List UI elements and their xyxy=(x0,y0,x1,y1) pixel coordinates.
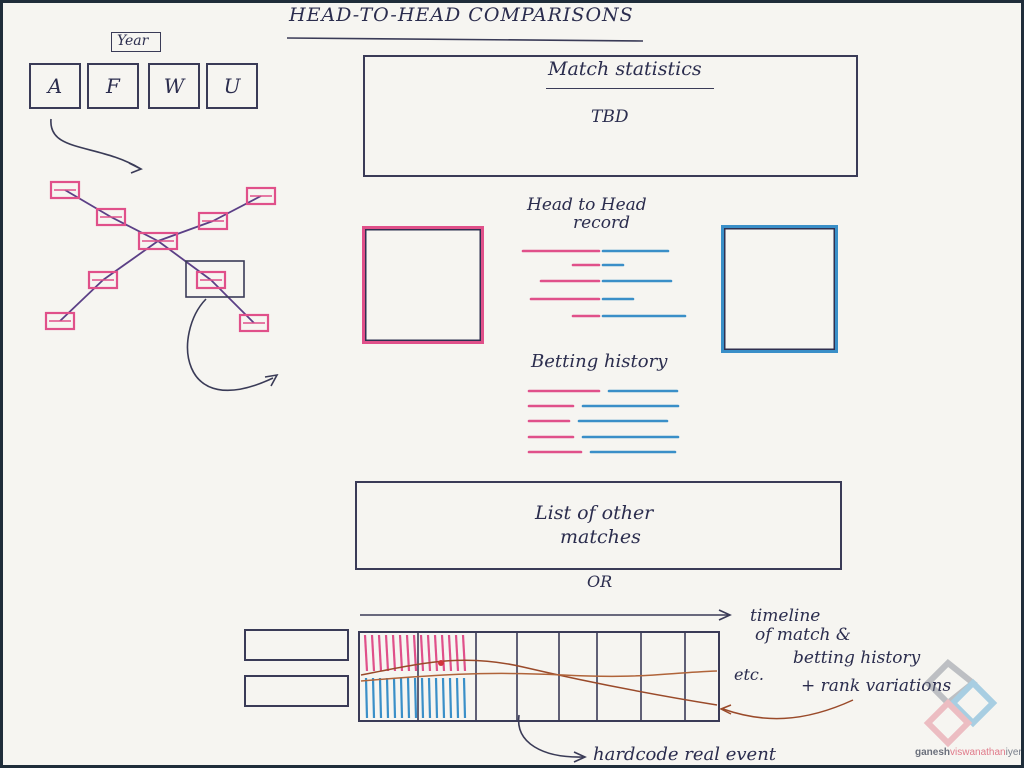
hatch-blue xyxy=(392,677,397,719)
head-to-head-record-bars xyxy=(521,249,687,318)
betting-history-title: Betting history xyxy=(531,351,668,372)
page-title: HEAD-TO-HEAD COMPARISONS xyxy=(289,4,634,26)
player-one-card[interactable] xyxy=(362,226,484,344)
hatch-pink xyxy=(419,634,425,672)
hatch-blue xyxy=(385,677,390,719)
graph-edge xyxy=(110,216,159,242)
hatch-pink xyxy=(370,634,376,672)
other-matches-line2: matches xyxy=(560,526,641,548)
timeline-rank-lines xyxy=(360,659,718,706)
timeline-strip[interactable] xyxy=(358,631,720,722)
graph-to-center-arrow xyxy=(186,298,279,392)
year-label: Year xyxy=(117,33,149,49)
timeline-note-line2: of match & xyxy=(755,625,852,645)
year-label-box: Year xyxy=(111,32,161,52)
hatch-blue xyxy=(462,677,467,719)
hatch-pink xyxy=(363,634,369,672)
hatch-blue xyxy=(378,677,383,719)
hatch-pink xyxy=(384,634,390,672)
graph-node xyxy=(49,180,81,200)
graph-edge xyxy=(210,279,255,324)
graph-node xyxy=(238,313,270,333)
timeline-direction-arrow xyxy=(360,609,732,621)
graph-edge xyxy=(64,189,112,218)
timeline-event-marker xyxy=(438,660,444,666)
graph-node xyxy=(197,211,229,231)
filter-tab-a[interactable]: A xyxy=(29,63,81,109)
timeline-note-line4: + rank variations xyxy=(801,676,952,696)
hatch-pink xyxy=(433,634,439,672)
hatch-blue xyxy=(455,677,460,719)
hatch-pink xyxy=(440,634,446,672)
betting-history-bars xyxy=(527,389,680,454)
graph-node xyxy=(195,270,227,290)
graph-node xyxy=(137,231,179,251)
timeline-label-box-top xyxy=(244,629,349,661)
watermark-logo-icon xyxy=(923,658,998,748)
hatch-pink xyxy=(377,634,383,672)
graph-node xyxy=(95,207,127,227)
sketch-paper: HEAD-TO-HEAD COMPARISONS Year A F W U Ma… xyxy=(3,3,1021,765)
match-statistics-panel: Match statistics TBD xyxy=(363,55,858,177)
filter-tab-f[interactable]: F xyxy=(87,63,139,109)
timeline-label-box-bottom xyxy=(244,675,349,707)
graph-edge xyxy=(157,220,214,242)
hatch-blue xyxy=(399,677,404,719)
other-matches-line1: List of other xyxy=(535,502,654,524)
hatch-pink xyxy=(391,634,397,672)
hatch-pink xyxy=(461,634,467,672)
hatch-blue xyxy=(448,677,453,719)
graph-selected-node-outline xyxy=(185,260,245,298)
hatch-blue xyxy=(406,677,411,719)
match-statistics-title-underline xyxy=(546,88,714,89)
filter-tab-u[interactable]: U xyxy=(206,63,258,109)
timeline-etc-label: etc. xyxy=(734,665,764,684)
hatch-pink xyxy=(426,634,432,672)
hatch-blue xyxy=(420,677,425,719)
page-title-underline xyxy=(286,37,644,42)
sketch-drawings xyxy=(44,37,998,763)
match-statistics-placeholder: TBD xyxy=(591,107,629,127)
graph-node xyxy=(245,186,277,206)
timeline-note-line3: betting history xyxy=(793,648,921,668)
hatch-pink xyxy=(447,634,453,672)
graph-node xyxy=(87,270,119,290)
match-statistics-title: Match statistics xyxy=(548,58,702,80)
hatch-blue xyxy=(441,677,446,719)
timeline-match-hatching xyxy=(363,634,467,719)
hatch-blue xyxy=(364,677,369,719)
timeline-note-arrow xyxy=(719,699,854,720)
graph-edge xyxy=(212,195,262,222)
hatch-blue xyxy=(427,677,432,719)
head-to-head-title: Head to Head xyxy=(527,195,647,215)
player-two-card[interactable] xyxy=(721,225,838,353)
head-to-head-subtitle: record xyxy=(573,213,630,233)
or-label: OR xyxy=(587,572,613,591)
tabs-to-graph-arrow xyxy=(50,118,143,174)
timeline-event-arrow xyxy=(517,714,587,763)
hatch-pink xyxy=(398,634,404,672)
hatch-blue xyxy=(434,677,439,719)
hatch-blue xyxy=(371,677,376,719)
hatch-pink xyxy=(405,634,411,672)
network-graph xyxy=(44,180,277,333)
graph-edge xyxy=(157,240,212,281)
graph-edge xyxy=(59,279,104,322)
timeline-bottom-note: hardcode real event xyxy=(593,744,777,765)
watermark-text: ganeshviswanathaniyer xyxy=(915,747,1021,758)
hatch-pink xyxy=(454,634,460,672)
other-matches-panel[interactable]: List of other matches xyxy=(355,481,842,570)
graph-edge xyxy=(102,240,159,281)
graph-node xyxy=(44,311,76,331)
hatch-blue xyxy=(413,677,418,719)
timeline-note-line1: timeline xyxy=(750,606,821,626)
filter-tab-w[interactable]: W xyxy=(148,63,200,109)
